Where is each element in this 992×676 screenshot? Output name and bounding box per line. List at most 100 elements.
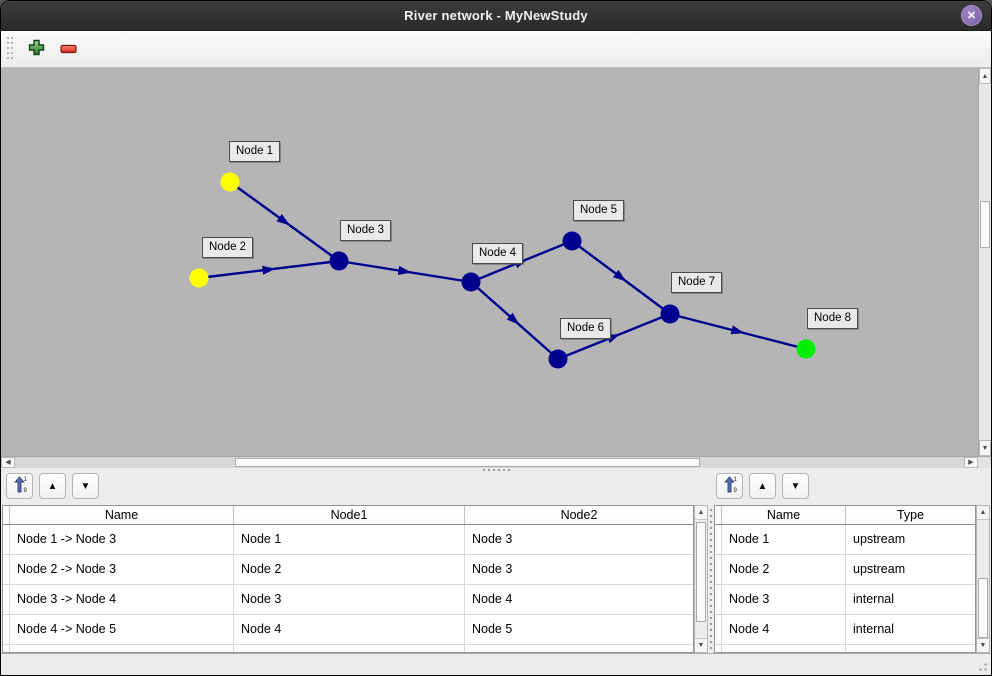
node-node3[interactable]	[329, 251, 349, 271]
node-label-node5[interactable]: Node 5	[573, 200, 625, 221]
row-label-strip	[3, 615, 10, 644]
nodes-move-down-button[interactable]: ▼	[782, 473, 809, 499]
vertical-splitter-handle[interactable]	[710, 509, 713, 649]
scroll-thumb[interactable]	[978, 578, 988, 638]
links-move-up-button[interactable]: ▲	[39, 473, 66, 499]
column-header[interactable]: Type	[896, 508, 925, 522]
scroll-left-icon: ◀	[5, 459, 11, 466]
node-label-node2[interactable]: Node 2	[202, 237, 254, 258]
column-header[interactable]: Name	[10, 506, 234, 524]
node-node6[interactable]	[548, 349, 568, 369]
table-cell[interactable]: Node 2	[722, 555, 846, 584]
scroll-down-icon: ▼	[981, 444, 989, 452]
table-cell[interactable]: upstream	[853, 532, 906, 546]
column-header[interactable]: Node2	[560, 508, 598, 522]
sort-ascending-icon: 1 9	[13, 476, 27, 496]
close-button[interactable]: ✕	[961, 5, 982, 26]
table-row-partial[interactable]	[3, 645, 693, 652]
column-header[interactable]: Node1	[234, 506, 465, 524]
canvas-vertical-scrollbar[interactable]: ▲ ▼	[978, 68, 991, 456]
table-cell[interactable]: Node 4	[234, 615, 465, 644]
scroll-up-button[interactable]: ▲	[979, 68, 991, 84]
node-label-node4[interactable]: Node 4	[472, 243, 524, 264]
table-cell[interactable]: Node 3	[234, 585, 465, 614]
scroll-up-button[interactable]: ▲	[695, 506, 707, 520]
node-node5[interactable]	[562, 231, 582, 251]
nodes-table-scrollbar[interactable]: ▲ ▼	[976, 505, 990, 653]
table-cell[interactable]: Node 4	[722, 615, 846, 644]
table-cell[interactable]	[846, 645, 975, 652]
column-header[interactable]: Name	[722, 506, 846, 524]
horizontal-scroll-thumb[interactable]	[235, 458, 700, 467]
titlebar[interactable]: River network - MyNewStudy ✕	[1, 1, 991, 31]
table-cell[interactable]: Node 5	[472, 622, 513, 636]
row-label-strip	[3, 645, 10, 652]
table-cell[interactable]: internal	[853, 622, 894, 636]
nodes-sort-button[interactable]: 1 9	[716, 473, 743, 499]
add-node-button[interactable]	[23, 36, 49, 62]
table-cell[interactable]: Node 1	[234, 525, 465, 554]
scroll-up-button[interactable]: ▲	[977, 506, 989, 520]
row-label-strip	[715, 506, 722, 524]
svg-text:1: 1	[733, 477, 737, 483]
node-label-node8[interactable]: Node 8	[807, 308, 859, 329]
node-node1[interactable]	[220, 172, 240, 192]
scroll-down-icon: ▼	[979, 642, 987, 649]
scroll-down-button[interactable]: ▼	[979, 440, 991, 456]
node-node2[interactable]	[189, 268, 209, 288]
move-up-icon: ▲	[47, 480, 58, 492]
table-cell[interactable]: Node 3 -> Node 4	[10, 585, 234, 614]
vertical-scroll-thumb[interactable]	[980, 201, 990, 248]
window-resize-grip[interactable]	[975, 659, 988, 672]
scroll-right-button[interactable]: ▶	[964, 457, 978, 468]
scroll-down-button[interactable]: ▼	[977, 638, 989, 652]
canvas-horizontal-scrollbar[interactable]: ◀ ▶	[1, 456, 978, 468]
node-node7[interactable]	[660, 304, 680, 324]
sort-ascending-icon: 1 9	[723, 476, 737, 496]
node-label-node6[interactable]: Node 6	[560, 318, 612, 339]
table-cell[interactable]	[10, 645, 234, 652]
scroll-left-button[interactable]: ◀	[1, 457, 15, 468]
toolbar-drag-handle[interactable]	[7, 37, 13, 61]
horizontal-splitter-handle[interactable]	[483, 469, 513, 472]
table-row[interactable]: Node 3 internal	[715, 585, 975, 615]
links-sort-button[interactable]: 1 9	[6, 473, 33, 499]
table-row[interactable]: Node 2 upstream	[715, 555, 975, 585]
remove-button[interactable]	[56, 36, 82, 62]
row-label-strip	[715, 585, 722, 614]
node-node8[interactable]	[796, 339, 816, 359]
table-cell[interactable]: upstream	[853, 562, 906, 576]
table-cell[interactable]: Node 4 -> Node 5	[10, 615, 234, 644]
scroll-down-button[interactable]: ▼	[695, 638, 707, 652]
node-label-node1[interactable]: Node 1	[229, 141, 281, 162]
table-cell[interactable]	[722, 645, 846, 652]
network-canvas[interactable]: Node 1 Node 2 Node 3 Node 4 Node 5 Node 6 Node…	[1, 68, 978, 456]
links-move-down-button[interactable]: ▼	[72, 473, 99, 499]
scroll-thumb[interactable]	[696, 522, 706, 622]
table-cell[interactable]: Node 2	[234, 555, 465, 584]
links-table-scrollbar[interactable]: ▲ ▼	[694, 505, 708, 653]
table-cell[interactable]	[465, 645, 693, 652]
table-cell[interactable]: Node 3	[472, 532, 513, 546]
table-cell[interactable]: Node 3	[722, 585, 846, 614]
nodes-move-up-button[interactable]: ▲	[749, 473, 776, 499]
table-cell[interactable]: Node 1 -> Node 3	[10, 525, 234, 554]
table-row-partial[interactable]	[715, 645, 975, 652]
table-cell[interactable]: Node 3	[472, 562, 513, 576]
table-row[interactable]: Node 4 internal	[715, 615, 975, 645]
node-label-node7[interactable]: Node 7	[671, 272, 723, 293]
table-cell[interactable]: internal	[853, 592, 894, 606]
row-label-strip	[715, 615, 722, 644]
table-cell[interactable]	[234, 645, 465, 652]
table-cell[interactable]: Node 1	[722, 525, 846, 554]
node-node4[interactable]	[461, 272, 481, 292]
table-cell[interactable]: Node 2 -> Node 3	[10, 555, 234, 584]
table-row[interactable]: Node 1 upstream	[715, 525, 975, 555]
node-label-node3[interactable]: Node 3	[340, 220, 392, 241]
table-cell[interactable]: Node 4	[472, 592, 513, 606]
